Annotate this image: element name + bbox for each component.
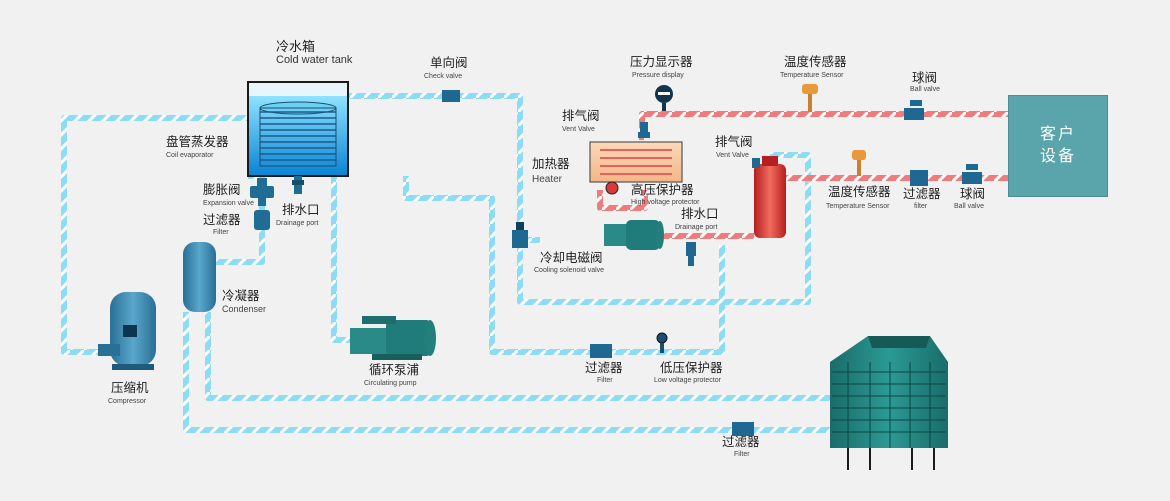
heater-label: 加热器 [532,157,570,171]
high-pressure-label: 高压保护器 [631,183,694,197]
pressure-display-label: 压力显示器 [630,55,693,69]
filter-mid-label: 过滤器 [903,187,941,201]
check-valve [442,90,460,102]
cold-tank-label-en: Cold water tank [276,54,353,66]
heating-tank [752,156,786,238]
filter-lowest [732,422,754,436]
ball-valve-top-label: 球阀 [912,71,938,85]
heater-label-en: Heater [532,174,563,185]
low-pressure-label-en: Low voltage protector [654,377,721,384]
temp-sensor-top-label-en: Temperature Sensor [780,72,844,79]
expansion-valve-label: 膨胀阀 [203,183,241,197]
cooling-solenoid [512,222,528,248]
client-label-line2: 设备 [1039,148,1076,165]
cold-tank-label: 冷水箱 [276,39,316,54]
ball-valve-mid-label: 球阀 [960,187,986,201]
coil-evaporator-label-en: Coil evaporator [166,152,214,159]
temp-sensor-mid [852,150,866,176]
drain-mid [686,242,696,266]
cooling-solenoid-label: 冷却电磁阀 [540,251,603,265]
low-pressure-label: 低压保护器 [660,361,723,375]
tank-drain [292,176,304,194]
ball-valve-mid-label-en: Ball valve [954,203,984,210]
client-equipment: 客户 设备 [1008,95,1108,197]
condenser [183,242,216,312]
ball-valve-mid [962,164,982,184]
filter-bottom-label: 过滤器 [585,361,623,375]
cold-water-tank [247,81,349,177]
filter-bottom-label-en: Filter [597,377,613,384]
filter-lowest-label-en: Filter [734,451,750,458]
ball-valve-top [904,100,924,120]
temp-sensor-mid-label: 温度传感器 [828,185,891,199]
expansion-valve-label-en: Expansion valve [203,200,254,207]
drain-pump-label-en: Drainage port [675,224,718,231]
vent-valve-1-label: 排气阀 [562,109,600,123]
vent-valve-1-label-en: Vent Valve [562,126,595,133]
heater [589,141,683,183]
drain-tank-label-en: Drainage port [276,220,319,227]
drain-tank-label: 排水口 [282,203,320,217]
condenser-label: 冷凝器 [222,289,260,303]
cooling-solenoid-label-en: Cooling solenoid valve [534,267,605,274]
compressor [98,292,156,370]
temp-sensor-top-label: 温度传感器 [784,55,847,69]
temp-sensor-mid-label-en: Temperature Sensor [826,203,890,210]
filter-mid-label-en: filter [914,203,928,210]
heater-pump [604,220,664,250]
pressure-display [655,85,673,111]
cold-pipes [61,93,830,433]
condenser-label-en: Condenser [222,304,267,314]
ball-valve-top-label-en: Ball valve [910,86,940,93]
low-pressure-protector [656,332,668,353]
vent-valve-2-label: 排气阀 [715,135,753,149]
temp-sensor-top [802,84,818,112]
compressor-label-en: Compressor [108,398,147,405]
high-pressure-label-en: High voltage protector [631,199,700,206]
vent-valve-2-label-en: Vent Valve [716,152,749,159]
cooling-tower [830,336,948,470]
high-pressure-protector [605,181,619,195]
vent-valve-1 [638,122,650,138]
filter-bottom [590,344,612,358]
pump-label-en: Circulating pump [364,380,417,387]
filter-mid [910,170,928,186]
compressor-label: 压缩机 [111,381,149,395]
expansion-valve [250,178,274,206]
filter-left-label-en: Filter [213,229,229,236]
circulating-pump [350,316,436,360]
filter-lowest-label: 过滤器 [722,435,760,449]
client-label-line1: 客户 [1039,126,1076,144]
pump-label: 循环泵浦 [369,363,420,377]
drain-pump-label: 排水口 [681,207,719,221]
pressure-display-label-en: Pressure display [632,72,684,79]
check-valve-label-en: Check valve [424,73,463,80]
check-valve-label: 单向阀 [430,56,468,70]
coil-evaporator-label: 盘管蒸发器 [166,135,229,149]
filter-left-label: 过滤器 [203,213,241,227]
filter-left [254,210,270,230]
